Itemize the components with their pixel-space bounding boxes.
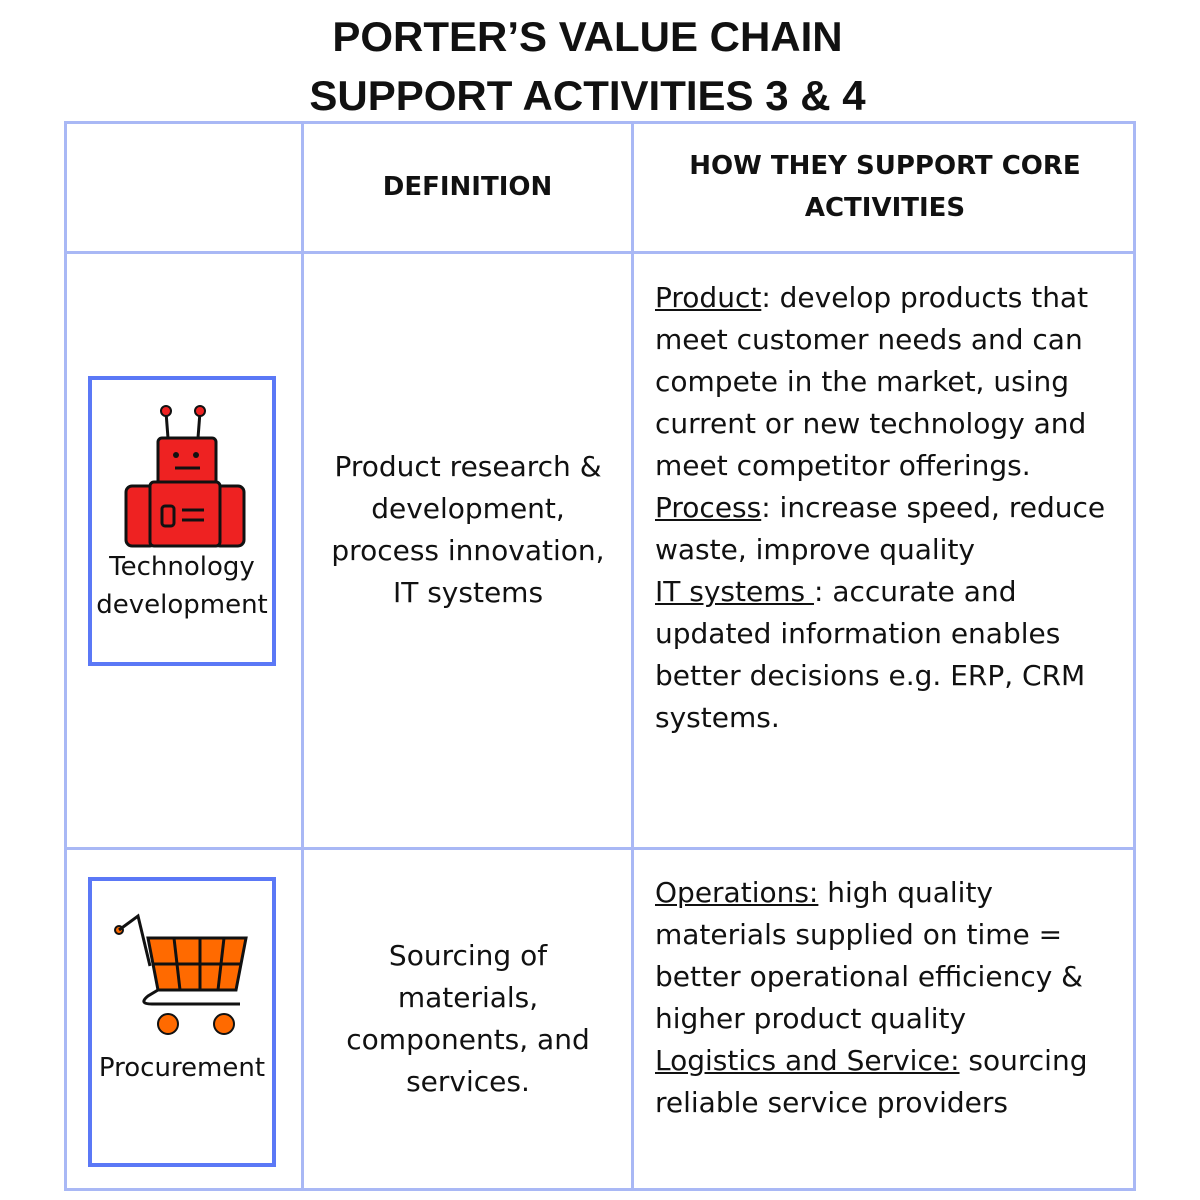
support-item-text: high quality materials supplied on time … — [655, 876, 1084, 1035]
technology-development-card: Technology development — [88, 376, 276, 666]
table-border-right — [1133, 121, 1136, 1191]
support-item-label: Product — [655, 281, 762, 314]
support-item: Operations: high quality materials suppl… — [655, 872, 1125, 1040]
row-divider — [65, 251, 1136, 254]
row-label: development — [96, 590, 268, 620]
support-item-text: : develop products that meet customer ne… — [655, 281, 1089, 482]
column-divider — [301, 121, 304, 1191]
definition-cell: Sourcing of materials, components, and s… — [346, 939, 590, 1098]
definition-cell: Product research & development, process … — [331, 450, 605, 609]
support-item-text: : accurate and updated information enabl… — [655, 575, 1086, 734]
row-label: Technology — [109, 552, 255, 582]
page-title-line2: SUPPORT ACTIVITIES 3 & 4 — [309, 72, 866, 119]
support-item-text: sourcing reliable service providers — [655, 1044, 1088, 1119]
procurement-card: Procurement — [88, 877, 276, 1167]
table-border-bottom — [65, 1188, 1136, 1191]
support-item-label: Process — [655, 491, 762, 524]
support-item-text: : increase speed, reduce waste, improve … — [655, 491, 1106, 566]
shopping-cart-icon — [114, 913, 248, 1035]
support-item-label: IT systems — [655, 575, 814, 608]
support-cell: Operations: high quality materials suppl… — [655, 872, 1125, 1124]
support-cell: Product: develop products that meet cust… — [655, 277, 1125, 739]
table-border-top — [65, 121, 1136, 124]
support-item-label: Logistics and Service: — [655, 1044, 960, 1077]
table-border-left — [64, 121, 67, 1191]
row-label: Procurement — [98, 1053, 266, 1083]
support-item: Process: increase speed, reduce waste, i… — [655, 487, 1125, 571]
support-item: Logistics and Service: sourcing reliable… — [655, 1040, 1125, 1124]
header-definition: DEFINITION — [382, 172, 553, 202]
page-title-line1: PORTER’S VALUE CHAIN — [332, 13, 843, 60]
support-item: IT systems : accurate and updated inform… — [655, 571, 1125, 739]
row-divider — [65, 847, 1136, 850]
support-item-label: Operations: — [655, 876, 819, 909]
column-divider — [631, 121, 634, 1191]
robot-icon — [124, 405, 246, 548]
support-item: Product: develop products that meet cust… — [655, 277, 1125, 487]
header-support: HOW THEY SUPPORT CORE ACTIVITIES — [689, 151, 1081, 223]
